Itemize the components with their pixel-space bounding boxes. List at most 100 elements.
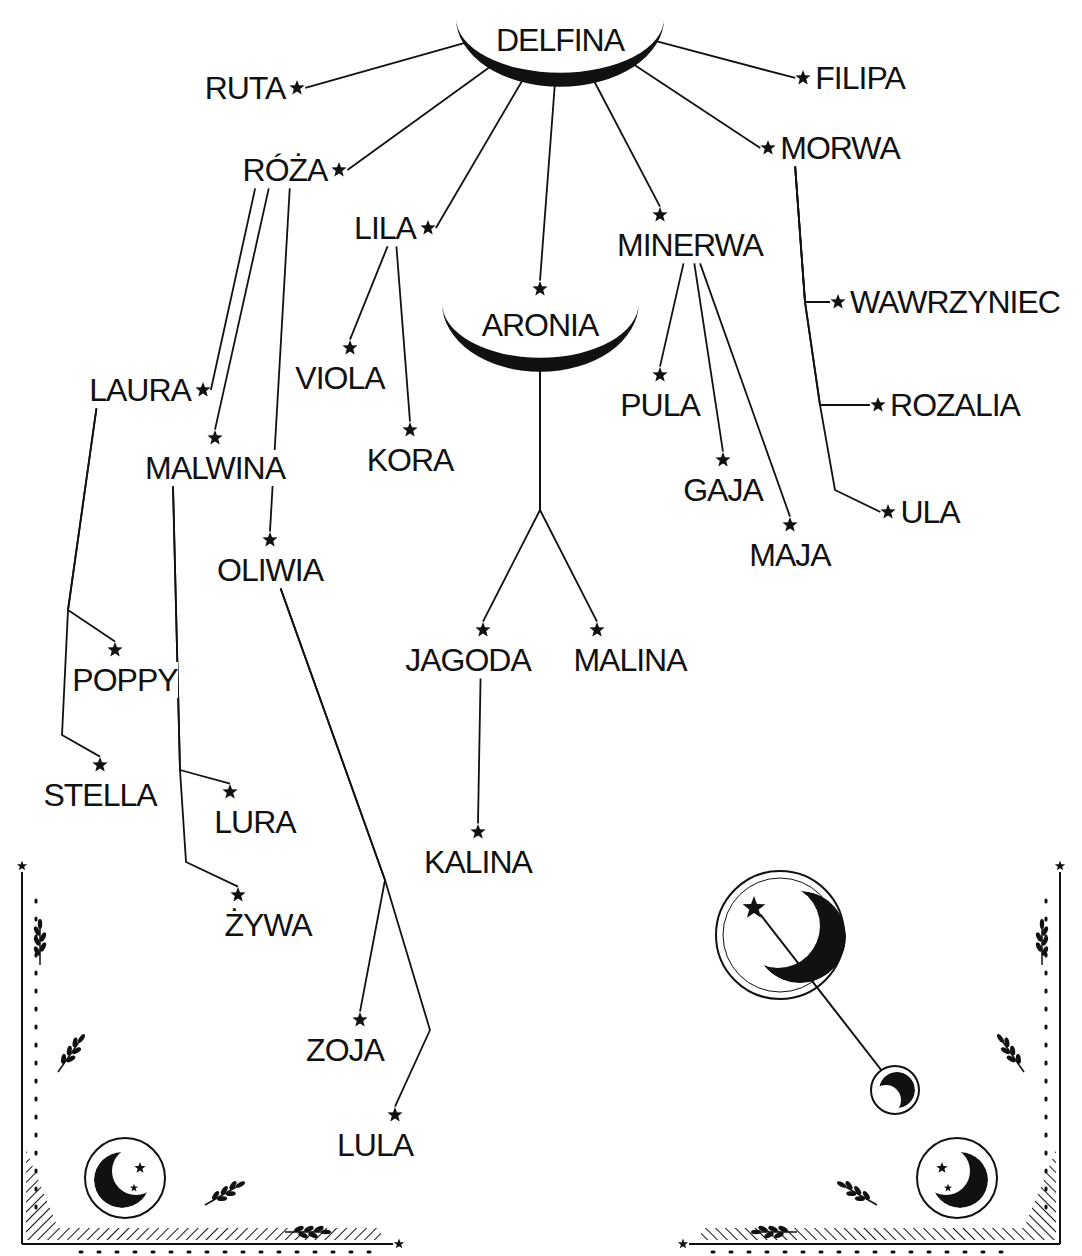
lineage-line <box>483 370 540 621</box>
name-node: MORWA <box>760 130 899 167</box>
star-shape <box>262 532 277 546</box>
name-node: KALINA <box>424 824 532 881</box>
star-shape <box>387 1107 402 1121</box>
lineage-line <box>594 82 660 207</box>
lineage-line <box>396 246 410 421</box>
name-node: RUTA <box>205 70 306 107</box>
corner-ornament-right <box>678 861 1065 1252</box>
lineage-line <box>173 486 230 783</box>
star-marker <box>715 452 731 468</box>
star-marker <box>470 824 486 840</box>
person-name: ZOJA <box>306 1032 384 1069</box>
lineage-line <box>62 408 100 756</box>
person-name: MAJA <box>749 537 830 574</box>
person-name: KALINA <box>424 844 532 881</box>
star-marker <box>532 281 548 297</box>
person-name: DELFINA <box>496 22 624 59</box>
name-node: PULA <box>620 367 700 424</box>
star-marker <box>107 642 123 658</box>
name-node: MINERWA <box>617 207 763 264</box>
star-shape <box>402 422 417 436</box>
star-marker <box>420 220 436 236</box>
lineage-line <box>540 85 555 280</box>
star-shape <box>761 140 776 154</box>
star-shape <box>207 430 222 444</box>
person-name: ŻYWA <box>224 907 311 944</box>
lineage-line <box>305 43 464 88</box>
star-marker <box>195 382 211 398</box>
star-marker <box>880 504 896 520</box>
crescent-path <box>442 303 639 372</box>
star-shape <box>195 382 210 396</box>
person-name: OLIWIA <box>217 552 323 589</box>
name-node: MALINA <box>573 622 686 679</box>
name-node: ULA <box>880 494 959 531</box>
star-shape <box>715 452 730 466</box>
person-name: GAJA <box>683 472 763 509</box>
name-node: ROZALIA <box>870 387 1020 424</box>
lineage-line <box>436 81 522 228</box>
star-shape <box>470 824 485 838</box>
star-shape <box>290 80 305 94</box>
person-name: STELLA <box>43 777 156 814</box>
person-name: MALWINA <box>145 450 285 487</box>
small-moon-ring <box>871 1066 919 1114</box>
name-node: WAWRZYNIEC <box>830 284 1060 321</box>
name-node: DELFINA <box>455 18 665 87</box>
star-shape <box>589 622 604 636</box>
star-shape <box>352 1012 367 1026</box>
lineage-line <box>660 263 684 366</box>
person-name: ULA <box>900 494 959 531</box>
person-name: LULA <box>337 1127 413 1164</box>
name-node: ARONIA <box>441 281 640 372</box>
name-node: MAJA <box>749 517 830 574</box>
crescent-moon <box>754 891 846 983</box>
person-name: PULA <box>620 387 700 424</box>
star-shape <box>652 367 667 381</box>
star-marker <box>352 1012 368 1028</box>
star-marker <box>795 70 811 86</box>
person-name: JAGODA <box>405 642 531 679</box>
crescent-path <box>456 18 664 87</box>
star-marker <box>92 757 108 773</box>
name-node: MALWINA <box>145 430 285 487</box>
lineage-line <box>215 188 269 429</box>
person-name: VIOLA <box>295 360 384 397</box>
star-shape <box>881 504 896 518</box>
star-marker <box>230 887 246 903</box>
star-marker <box>830 294 846 310</box>
star-shape <box>782 517 797 531</box>
star-shape <box>796 70 811 84</box>
star-shape <box>342 340 357 354</box>
star-marker <box>342 340 358 356</box>
name-node: JAGODA <box>405 622 531 679</box>
star-marker <box>652 207 668 223</box>
name-node: FILIPA <box>795 60 904 97</box>
star-marker <box>870 397 886 413</box>
wand-line <box>760 914 882 1071</box>
person-name: LAURA <box>89 372 191 409</box>
star-marker <box>289 80 305 96</box>
name-node: LURA <box>214 784 295 841</box>
person-name: WAWRZYNIEC <box>850 284 1060 321</box>
star-marker <box>262 532 278 548</box>
star-marker <box>782 517 798 533</box>
person-name: ARONIA <box>482 307 599 344</box>
star-marker <box>222 784 238 800</box>
corner-ornament-left <box>17 861 404 1252</box>
star-shape <box>830 294 845 308</box>
star-shape <box>475 622 490 636</box>
lineage-line <box>347 67 489 170</box>
star-shape <box>652 207 667 221</box>
person-name: FILIPA <box>815 60 904 97</box>
lineage-line <box>211 188 255 390</box>
name-node: LILA <box>354 210 436 247</box>
name-node: LULA <box>337 1107 413 1164</box>
wand-star <box>743 896 766 918</box>
name-node: STELLA <box>43 757 156 814</box>
lineage-line <box>350 246 388 339</box>
star-shape <box>420 220 435 234</box>
star-marker <box>207 430 223 446</box>
name-node: OLIWIA <box>217 532 323 589</box>
